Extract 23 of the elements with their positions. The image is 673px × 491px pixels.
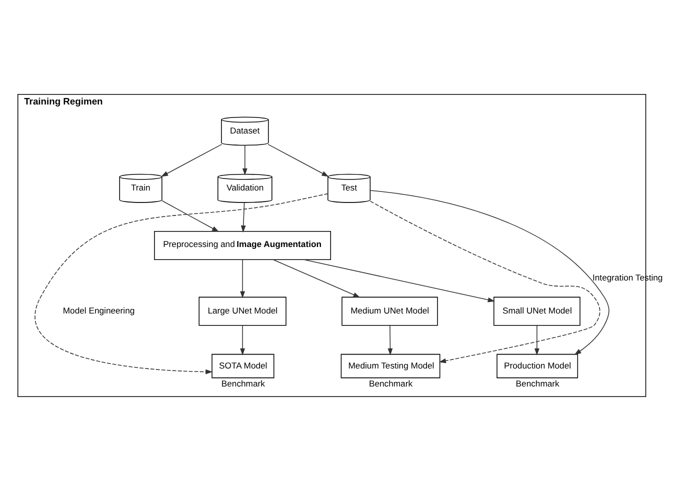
arrow [534, 325, 540, 356]
arrow [240, 260, 246, 298]
node-box: Medium Testing Model [340, 354, 440, 378]
arrow [304, 259, 495, 302]
node-box: SOTA Model [212, 354, 274, 378]
arrow [34, 193, 328, 374]
arrow [242, 145, 248, 176]
arrow [161, 144, 222, 177]
node-box: Production Model [496, 354, 578, 378]
arrow [388, 325, 393, 356]
node-box: Large UNet Model [198, 296, 286, 326]
arrow [268, 144, 329, 177]
node-box: Medium UNet Model [342, 296, 438, 326]
node-box: Preprocessing and Image Augmentation [154, 231, 332, 260]
node-label: Benchmark [516, 378, 560, 388]
arrow [240, 202, 246, 233]
arrow [240, 325, 246, 356]
node-label: Benchmark [368, 378, 413, 388]
arrow [162, 200, 220, 232]
node-box: Small UNet Model [493, 296, 580, 326]
arrow [273, 259, 360, 298]
label: Model Engineering [62, 305, 135, 316]
node-label: Benchmark [221, 378, 265, 388]
